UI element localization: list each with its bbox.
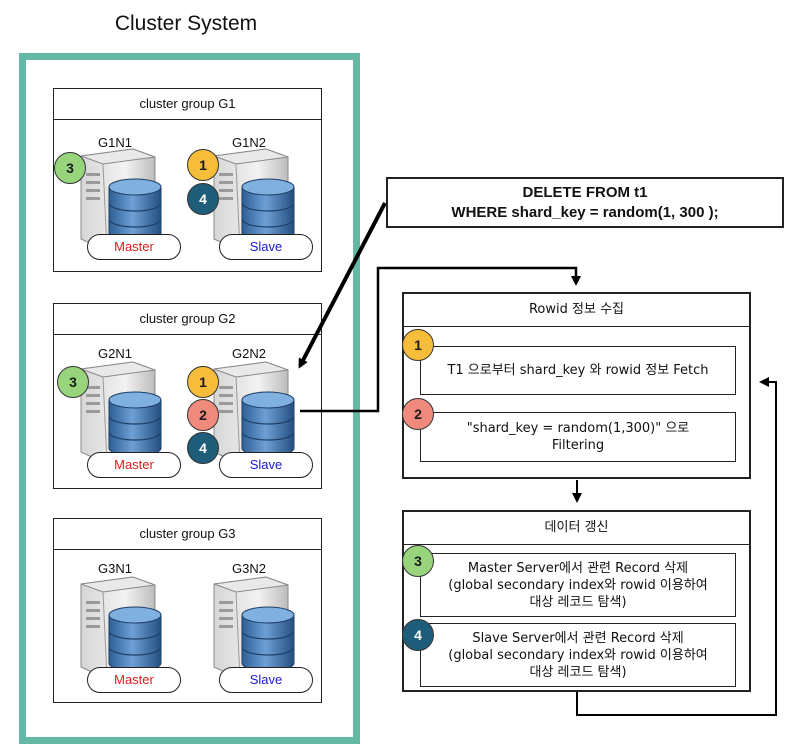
sql-line-2: WHERE shard_key = random(1, 300 );	[451, 204, 719, 221]
step-badge-1: 1	[187, 149, 219, 181]
cluster-system-title: Cluster System	[114, 12, 258, 35]
node-label-g1n1: G1N1	[98, 135, 132, 150]
sql-line-1: DELETE FROM t1	[522, 184, 648, 201]
node-label-g2n1: G2N1	[98, 346, 132, 361]
update-box-title: 데이터 갱신	[404, 512, 749, 545]
cluster-group-g2: cluster group G2 G2N1 G2N2 3 1 2 4 Maste…	[53, 303, 322, 489]
master-role-label: Master	[87, 234, 181, 260]
step-text-line-3: 대상 레코드 탐색)	[529, 664, 627, 680]
step-badge-3: 3	[402, 545, 434, 577]
update-step-4: Slave Server에서 관련 Record 삭제 (global seco…	[420, 623, 736, 687]
step-text: T1 으로부터 shard_key 와 rowid 정보 Fetch	[447, 363, 709, 378]
step-badge-2: 2	[402, 398, 434, 430]
step-text-line-3: 대상 레코드 탐색)	[529, 594, 627, 610]
step-text-line-1: Master Server에서 관련 Record 삭제	[467, 560, 689, 576]
node-label-g1n2: G1N2	[232, 135, 266, 150]
step-badge-4: 4	[187, 183, 219, 215]
node-label-g3n1: G3N1	[98, 561, 132, 576]
step-text-line-1: "shard_key = random(1,300)" 으로	[466, 421, 690, 436]
slave-role-label: Slave	[219, 234, 313, 260]
slave-role-label: Slave	[219, 452, 313, 478]
node-to-rowid-arrow	[300, 266, 581, 413]
step-badge-1: 1	[402, 329, 434, 361]
rowid-step-1: T1 으로부터 shard_key 와 rowid 정보 Fetch	[420, 346, 736, 395]
cluster-group-g1: cluster group G1 G1N1 G1N2 3 1 4 Master …	[53, 88, 322, 272]
group-title: cluster group G3	[54, 519, 321, 550]
group-title: cluster group G2	[54, 304, 321, 335]
sql-to-node-arrow	[298, 202, 387, 369]
master-role-label: Master	[87, 452, 181, 478]
cluster-system-frame	[19, 53, 360, 744]
step-badge-3: 3	[54, 152, 86, 184]
update-step-3: Master Server에서 관련 Record 삭제 (global sec…	[420, 553, 736, 617]
sql-statement-box: DELETE FROM t1 WHERE shard_key = random(…	[386, 177, 784, 228]
rowid-step-2: "shard_key = random(1,300)" 으로 Filtering	[420, 412, 736, 462]
cluster-group-g3: cluster group G3 G3N1 G3N2 Master Slave	[53, 518, 322, 703]
rowid-collection-box: Rowid 정보 수집 T1 으로부터 shard_key 와 rowid 정보…	[402, 292, 751, 479]
slave-role-label: Slave	[219, 667, 313, 693]
data-update-box: 데이터 갱신 Master Server에서 관련 Record 삭제 (glo…	[402, 510, 751, 692]
step-text-line-2: Filtering	[551, 438, 605, 453]
step-badge-4: 4	[187, 432, 219, 464]
group-title: cluster group G1	[54, 89, 321, 120]
step-badge-4: 4	[402, 619, 434, 651]
step-badge-1: 1	[187, 366, 219, 398]
node-label-g2n2: G2N2	[232, 346, 266, 361]
rowid-box-title: Rowid 정보 수집	[404, 294, 749, 327]
node-label-g3n2: G3N2	[232, 561, 266, 576]
step-badge-2: 2	[187, 399, 219, 431]
loop-back-arrow	[576, 377, 777, 716]
step-text-line-2: (global secondary index와 rowid 이용하여	[448, 577, 708, 593]
step-badge-3: 3	[57, 366, 89, 398]
master-role-label: Master	[87, 667, 181, 693]
step-text-line-1: Slave Server에서 관련 Record 삭제	[472, 630, 684, 646]
step-text-line-2: (global secondary index와 rowid 이용하여	[448, 647, 708, 663]
